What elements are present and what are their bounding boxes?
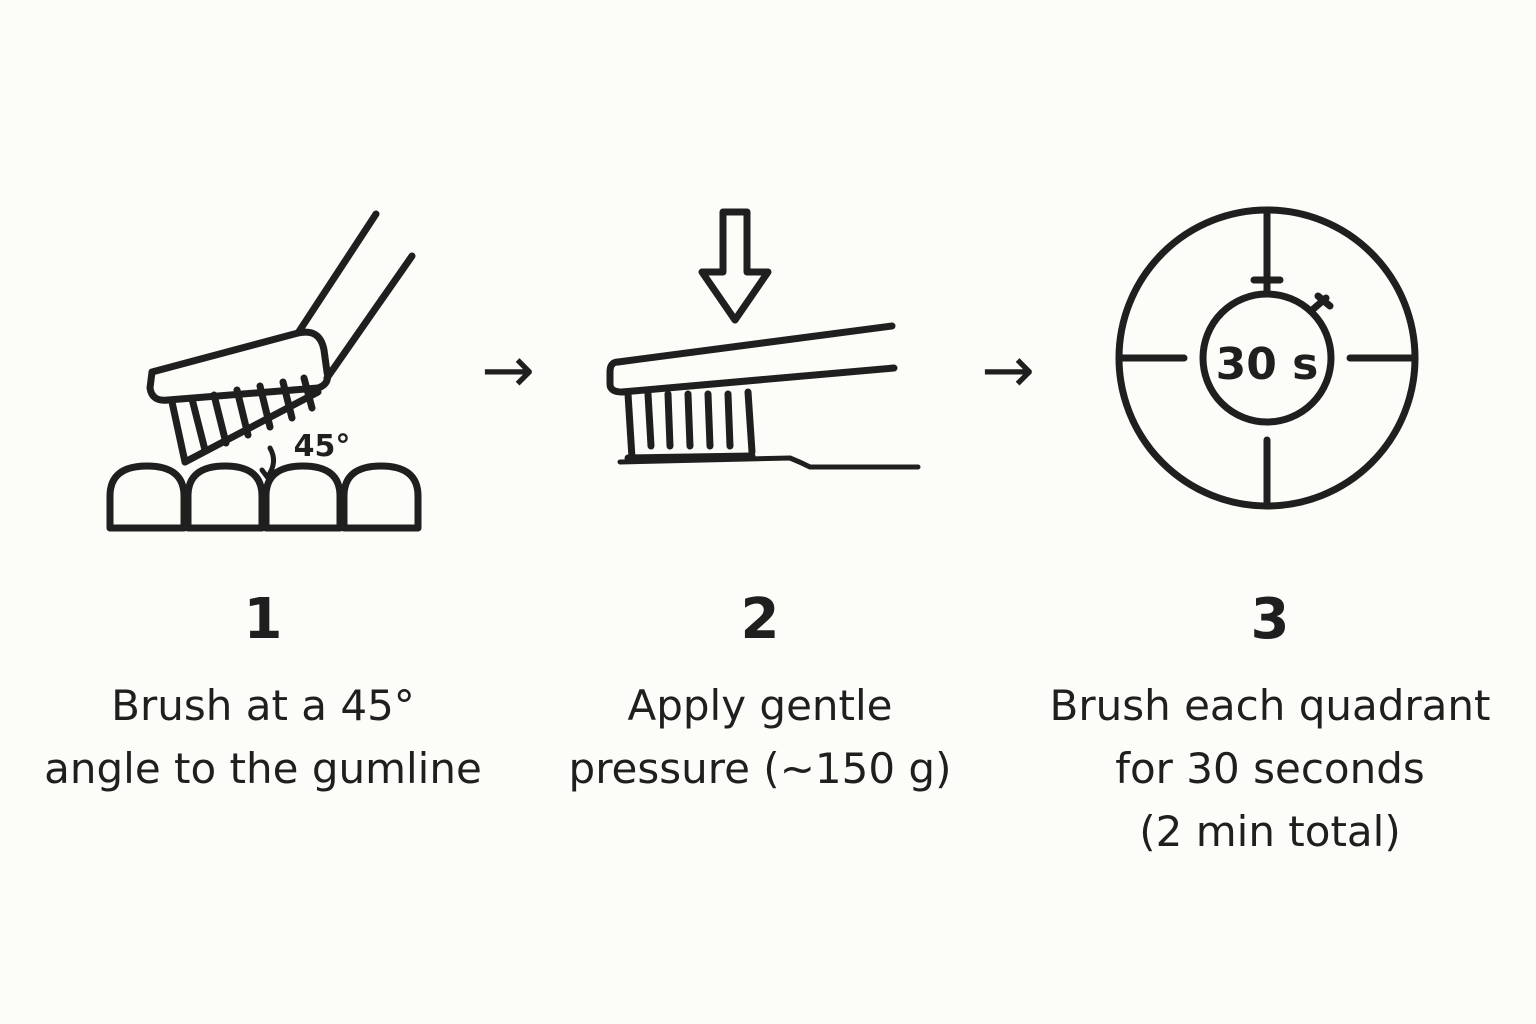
pressure-arrow-icon [698, 208, 772, 324]
angle-label: 45° [294, 429, 351, 464]
step-2-number: 2 [740, 587, 780, 652]
step-2-text-line-2: pressure (~150 g) [568, 744, 952, 793]
tooth-row [106, 462, 422, 532]
toothbrush-angle-icon: 45° [106, 210, 422, 532]
step-1-number: 1 [243, 587, 283, 652]
step-3-text-line-1: Brush each quadrant [1049, 681, 1491, 730]
step-1-text-line-2: angle to the gumline [44, 744, 482, 793]
step-1: 1 Brush at a 45° angle to the gumline [23, 592, 503, 800]
toothbrush-pressure-icon [606, 208, 921, 470]
step-2: 2 Apply gentle pressure (~150 g) [520, 592, 1000, 800]
step-3: 3 Brush each quadrant for 30 seconds (2 … [1030, 592, 1510, 863]
timer-label: 30 s [1216, 339, 1319, 390]
step-3-text-line-3: (2 min total) [1139, 807, 1401, 856]
step-3-text-line-2: for 30 seconds [1115, 744, 1425, 793]
step-2-text-line-1: Apply gentle [627, 681, 893, 730]
gum-surface [617, 455, 921, 470]
flow-arrow-2: → [981, 334, 1035, 408]
flow-arrow-1: → [481, 334, 535, 408]
toothbrush-horizontal [606, 322, 921, 470]
angle-arc-arrowhead [259, 467, 279, 481]
angle-arc [265, 445, 276, 479]
toothbrush-head [146, 210, 416, 466]
step-3-number: 3 [1250, 587, 1290, 652]
stopwatch-quadrant-icon: 30 s [1115, 206, 1419, 510]
step-1-text-line-1: Brush at a 45° [111, 681, 415, 730]
